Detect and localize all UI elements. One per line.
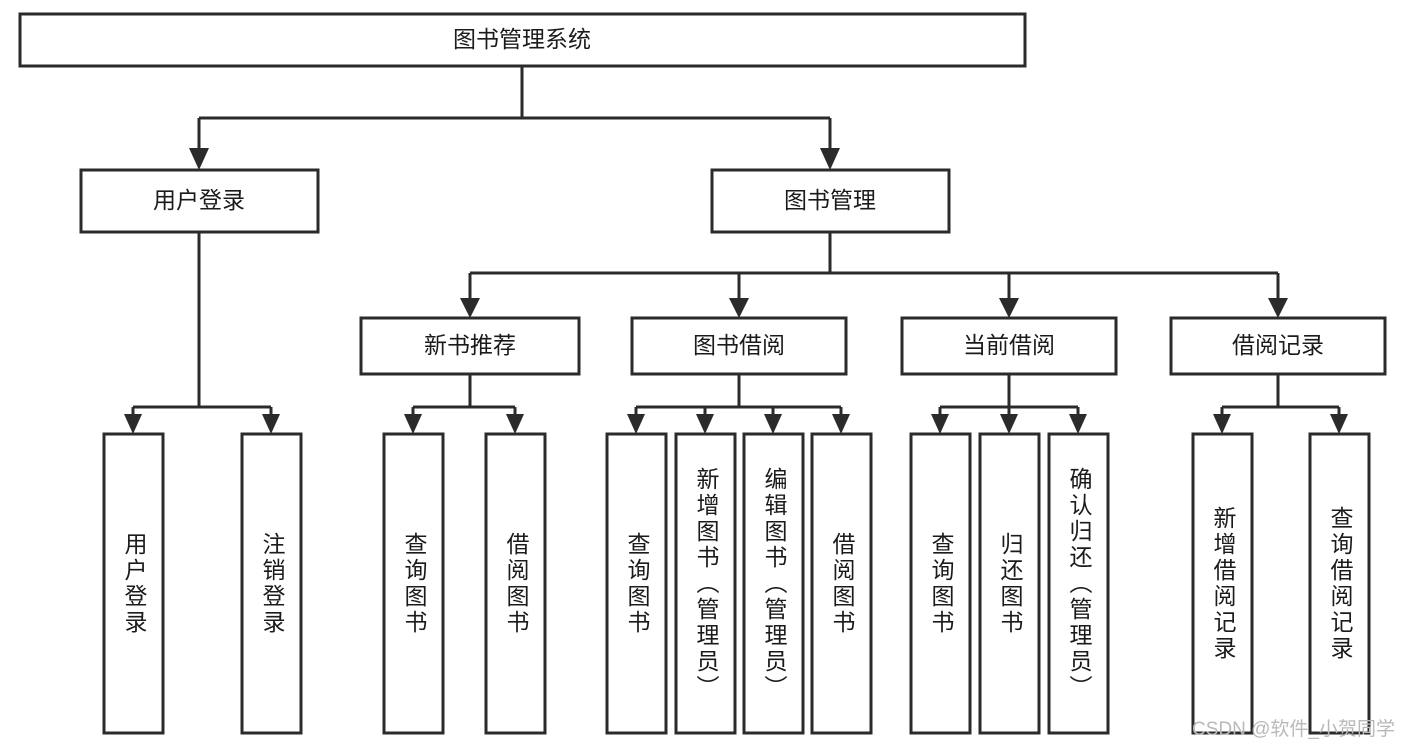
arrowhead-bb-2 [764, 414, 782, 434]
node-user-login-rect[interactable] [79, 168, 320, 234]
leaf-rect-borrow-record-0[interactable] [1191, 432, 1254, 735]
node-new-book-recommend[interactable]: 新书推荐 [359, 316, 581, 376]
node-book-manage[interactable]: 图书管理 [710, 168, 951, 234]
node-new-book-recommend-label: 新书推荐 [424, 332, 516, 358]
node-borrow-record-label: 借阅记录 [1232, 332, 1324, 358]
arrowhead-user-login [189, 148, 209, 170]
leaf-rect-user-login-0[interactable] [102, 432, 165, 735]
leaf-rect-current-borrow-1[interactable] [978, 432, 1041, 735]
connector-group-root [189, 66, 840, 170]
arrowhead-bb-1 [696, 414, 714, 434]
node-root-label: 图书管理系统 [453, 26, 591, 52]
connector-group-user-login [124, 232, 280, 434]
node-root-rect[interactable] [18, 12, 1027, 68]
arrowhead-cb-1 [1000, 414, 1018, 434]
arrowhead-bb-0 [627, 414, 645, 434]
node-new-book-recommend-rect[interactable] [359, 316, 581, 376]
node-book-borrow[interactable]: 图书借阅 [630, 316, 848, 376]
leaf-boxes [102, 432, 1371, 735]
node-current-borrow-label: 当前借阅 [963, 332, 1055, 358]
arrowhead-bm-to-3 [1268, 298, 1288, 318]
node-book-borrow-label: 图书借阅 [693, 332, 785, 358]
csdn-watermark: CSDN @软件_小贺同学 [1192, 719, 1395, 740]
leaf-rect-book-borrow-2[interactable] [742, 432, 805, 735]
node-book-manage-label: 图书管理 [784, 187, 876, 213]
leaf-rect-user-login-1[interactable] [240, 432, 303, 735]
leaf-rect-new-book-1[interactable] [484, 432, 547, 735]
connector-group-book-manage [460, 232, 1288, 318]
arrowhead-ul-child-1 [262, 414, 280, 434]
connector-group-borrow-record [1213, 374, 1348, 434]
arrowhead-cb-2 [1069, 414, 1087, 434]
node-book-manage-rect[interactable] [710, 168, 951, 234]
leaf-rect-book-borrow-0[interactable] [605, 432, 668, 735]
node-borrow-record-rect[interactable] [1169, 316, 1387, 376]
arrowhead-bm-to-2 [999, 298, 1019, 318]
arrowhead-bm-to-1 [729, 298, 749, 318]
arrowhead-br-1 [1330, 414, 1348, 434]
arrowhead-book-manage [820, 148, 840, 170]
arrowhead-nb-1 [506, 414, 524, 434]
node-borrow-record[interactable]: 借阅记录 [1169, 316, 1387, 376]
leaf-rect-book-borrow-1[interactable] [674, 432, 737, 735]
connector-group-new-book [404, 374, 524, 434]
arrowhead-br-0 [1213, 414, 1231, 434]
leaf-rect-current-borrow-2[interactable] [1047, 432, 1110, 735]
node-user-login[interactable]: 用户登录 [79, 168, 320, 234]
connector-group-current-borrow [931, 374, 1087, 434]
connector-group-book-borrow [627, 374, 850, 434]
leaf-rect-current-borrow-0[interactable] [909, 432, 972, 735]
node-book-borrow-rect[interactable] [630, 316, 848, 376]
node-user-login-label: 用户登录 [153, 187, 245, 213]
arrowhead-bb-3 [832, 414, 850, 434]
arrowhead-bm-to-0 [460, 298, 480, 318]
leaf-rect-new-book-0[interactable] [382, 432, 445, 735]
node-root[interactable]: 图书管理系统 [18, 12, 1027, 68]
node-current-borrow-rect[interactable] [900, 316, 1118, 376]
arrowhead-nb-0 [404, 414, 422, 434]
arrowhead-ul-child-0 [124, 414, 142, 434]
leaf-rect-book-borrow-3[interactable] [810, 432, 873, 735]
leaf-rect-borrow-record-1[interactable] [1308, 432, 1371, 735]
arrowhead-cb-0 [931, 414, 949, 434]
node-current-borrow[interactable]: 当前借阅 [900, 316, 1118, 376]
